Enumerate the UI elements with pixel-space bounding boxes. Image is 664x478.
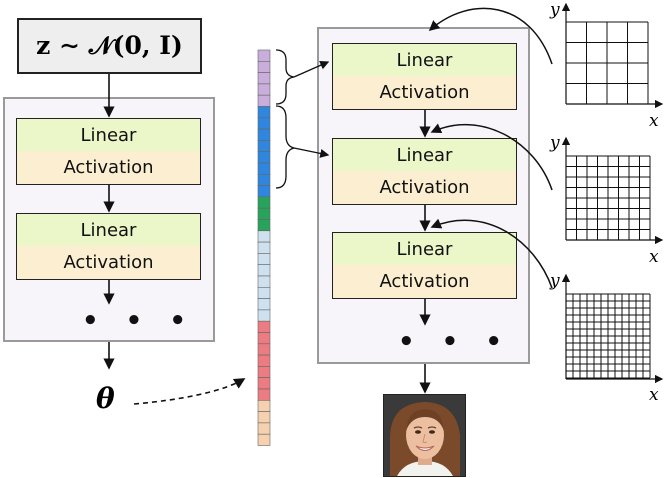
target-activation-1-label: Activation (379, 82, 470, 103)
target-activation-3-label: Activation (379, 271, 470, 292)
parameter-cell (257, 241, 271, 254)
parameter-cell (257, 106, 271, 119)
parameter-cell (257, 196, 271, 209)
grid-3-y-label: y (549, 271, 560, 291)
parameter-cell (257, 320, 271, 333)
arrow-brace-to-linear-2 (293, 147, 330, 158)
parameter-cell (257, 185, 271, 198)
parameter-cell (257, 207, 271, 220)
parameter-cell (257, 60, 271, 73)
grid-2-y-label: y (549, 133, 560, 153)
brace-to-linear-1 (275, 49, 295, 105)
parameter-cell (257, 49, 271, 62)
parameter-cell (257, 298, 271, 311)
target-linear-2-label: Linear (396, 144, 453, 166)
parameter-cell (257, 219, 271, 232)
parameter-cell (257, 253, 271, 265)
parameter-cell (257, 366, 271, 378)
parameter-cell (257, 343, 271, 356)
parameter-cell (257, 151, 271, 164)
grid-2-x-label: x (649, 247, 659, 267)
hypernet-activation-1: Activation (16, 151, 201, 185)
parameter-cell (257, 388, 271, 401)
parameter-cell (257, 433, 271, 446)
hypernet-linear-1: Linear (16, 118, 201, 152)
arrow-brace-to-linear-1 (293, 60, 330, 78)
parameter-cell (257, 332, 271, 345)
hypernet-linear-1-label: Linear (80, 124, 137, 146)
output-face-photo (383, 394, 466, 477)
dashed-arrow-theta-to-vector (133, 378, 246, 405)
grid-3-x-label: x (649, 385, 659, 405)
grid-1-x-label: x (649, 111, 659, 131)
latent-formula: z ∼ 𝒩(0, I) (36, 31, 183, 60)
target-activation-1: Activation (332, 76, 517, 110)
parameter-cell (257, 72, 271, 85)
hypernet-linear-2: Linear (16, 213, 201, 247)
parameter-cell (257, 354, 271, 367)
parameter-cell (257, 275, 271, 288)
target-linear-1: Linear (332, 43, 517, 77)
parameter-cell (257, 162, 271, 175)
parameter-cell (257, 230, 271, 243)
parameter-cell (257, 264, 271, 277)
face-photo-icon (384, 395, 465, 476)
theta-symbol: θ (96, 382, 115, 415)
brace-to-linear-2 (275, 105, 295, 189)
parameter-cell (257, 309, 271, 322)
parameter-cell (257, 140, 271, 152)
parameter-cell (257, 128, 271, 141)
coordinate-grid-coarse: y x (549, 0, 664, 131)
parameter-cell (257, 422, 271, 435)
coordinate-grid-fine: y x (549, 271, 664, 405)
parameter-cell (257, 83, 271, 96)
curve-grid-1-to-linear-1 (428, 7, 553, 65)
curve-grid-3-to-linear-3 (430, 218, 553, 289)
hypernet-ellipsis: • • • (82, 306, 195, 336)
parameter-cell (257, 117, 271, 130)
hypernet-activation-2: Activation (16, 246, 201, 280)
curve-grid-2-to-linear-2 (430, 123, 553, 191)
parameter-cell (257, 94, 271, 107)
hypernet-activation-2-label: Activation (63, 252, 154, 273)
parameter-cell (257, 399, 271, 412)
latent-distribution-box: z ∼ 𝒩(0, I) (17, 18, 202, 74)
hypernet-activation-1-label: Activation (63, 157, 154, 178)
parameter-vector (257, 49, 271, 446)
target-activation-2-label: Activation (379, 177, 470, 198)
target-activation-2: Activation (332, 171, 517, 205)
target-linear-2: Linear (332, 138, 517, 172)
parameter-cell (257, 411, 271, 424)
parameter-cell (257, 377, 271, 390)
parameter-cell (257, 174, 271, 186)
grid-1-y-label: y (549, 0, 560, 20)
target-linear-3-label: Linear (396, 238, 453, 260)
target-linear-1-label: Linear (396, 49, 453, 71)
parameter-cell (257, 286, 271, 299)
coordinate-grid-medium: y x (549, 133, 664, 267)
hypernet-linear-2-label: Linear (80, 219, 137, 241)
target-activation-3: Activation (332, 265, 517, 299)
target-ellipsis: • • • (398, 327, 511, 357)
